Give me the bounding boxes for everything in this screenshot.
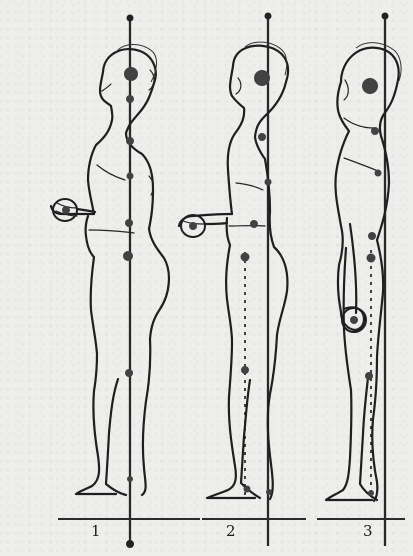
figure-label-2: 2 (226, 524, 236, 539)
figure-label-1: 1 (91, 524, 101, 539)
plumb-top-dot-3 (382, 13, 389, 20)
plumb-top-dot-2 (265, 13, 272, 20)
figure-3-body (326, 43, 401, 501)
figure-2-body (179, 42, 288, 499)
plumb-bottom-dot-1 (126, 540, 134, 548)
figure-3-joints (350, 78, 382, 496)
figure-1-body (51, 45, 169, 496)
figure-label-3: 3 (363, 524, 373, 539)
plumb-top-dot-1 (127, 15, 134, 22)
